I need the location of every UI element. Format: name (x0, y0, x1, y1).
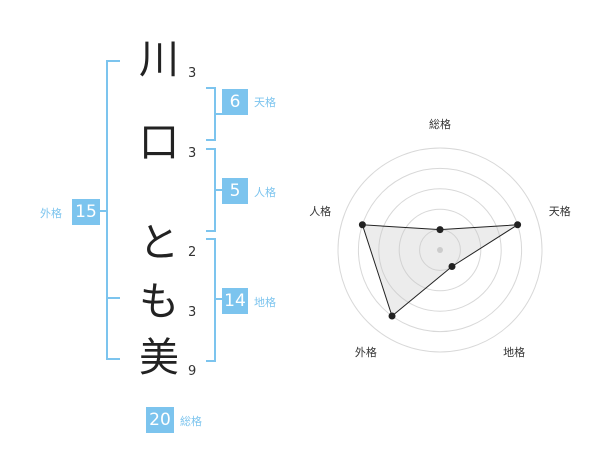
jinkaku-bracket-tick (216, 189, 222, 191)
name-char-3: と (139, 220, 179, 266)
radar-ring-5 (337, 147, 543, 353)
soukaku-label: 総格 (180, 415, 202, 428)
radar-axis-label-5: 人格 (309, 204, 331, 218)
stroke-count-3: 2 (188, 245, 197, 260)
chikaku-bracket (206, 238, 216, 362)
name-char-4: も (139, 279, 179, 325)
jinkaku-badge: 5 (222, 178, 248, 204)
radar-axis-label-2: 天格 (549, 204, 571, 218)
radar-ring-2 (398, 208, 482, 292)
chikaku-badge: 14 (222, 288, 248, 314)
gaikaku-bracket (106, 60, 120, 360)
radar-center-dot (437, 247, 443, 253)
tenkaku-label: 天格 (254, 96, 276, 109)
jinkaku-bracket (206, 148, 216, 232)
radar-ring-4 (357, 167, 523, 333)
stroke-count-1: 3 (188, 66, 197, 81)
tenkaku-bracket (206, 87, 216, 141)
chikaku-bracket-tick (216, 298, 222, 300)
radar-axis-label-3: 地格 (503, 345, 525, 359)
radar-point-2 (514, 221, 522, 229)
radar-axis-label-1: 総格 (429, 117, 451, 131)
radar-axis-label-4: 外格 (355, 345, 377, 359)
name-char-1: 川 (139, 37, 179, 83)
tenkaku-badge: 6 (222, 89, 248, 115)
gaikaku-badge: 15 (72, 199, 100, 225)
jinkaku-label: 人格 (254, 186, 276, 199)
gaikaku-bracket-divider (106, 297, 120, 299)
chikaku-label: 地格 (254, 296, 276, 309)
stroke-count-5: 9 (188, 364, 197, 379)
radar-point-5 (358, 221, 366, 229)
gaikaku-bracket-tick (100, 210, 106, 212)
stroke-count-2: 3 (188, 146, 197, 161)
name-char-2: 口 (139, 120, 179, 166)
radar-area (361, 224, 518, 317)
stroke-count-4: 3 (188, 305, 197, 320)
radar-point-1 (436, 226, 444, 234)
gaikaku-label: 外格 (40, 207, 62, 220)
name-char-5: 美 (139, 335, 179, 381)
tenkaku-bracket-tick (216, 113, 222, 115)
radar-point-3 (448, 263, 456, 271)
radar-point-4 (388, 312, 396, 320)
radar-ring-3 (378, 188, 502, 312)
soukaku-badge: 20 (146, 407, 174, 433)
